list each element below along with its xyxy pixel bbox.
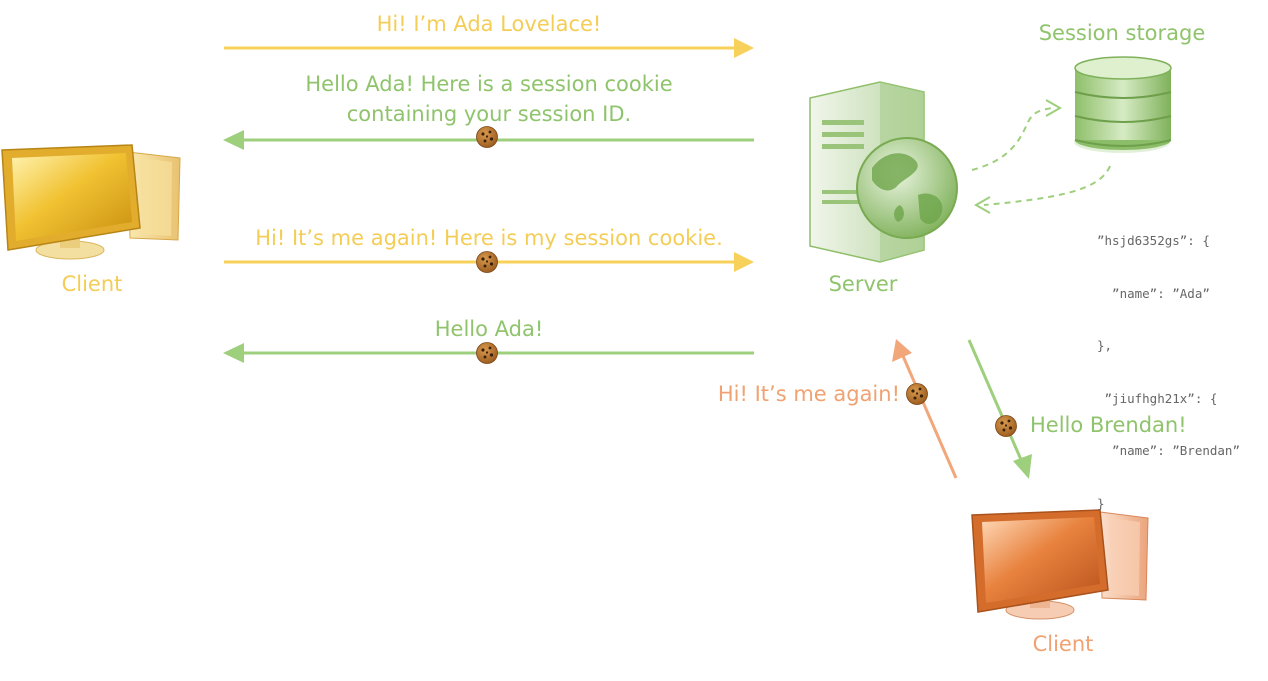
database-icon [1074, 56, 1172, 153]
server-icon [809, 81, 958, 263]
arrow-client2-request [892, 339, 958, 479]
message-hello-ada: Hello Ada! [434, 317, 544, 341]
cookie-icon [995, 415, 1017, 437]
arrow-hello-server [224, 38, 754, 58]
storage-line: ”hsjd6352gs”: { [1097, 233, 1210, 248]
storage-write-arrow [971, 99, 1063, 171]
storage-line: ”name”: ”Brendan” [1097, 443, 1240, 458]
message-session-cookie-line1: Hello Ada! Here is a session cookie [305, 72, 673, 96]
message-hi-ada: Hi! I’m Ada Lovelace! [376, 12, 602, 36]
client-computer-icon [1, 144, 181, 260]
client-computer-icon [971, 509, 1149, 620]
arrow-hello-ada-response [223, 342, 754, 364]
cookie-icon [476, 251, 498, 273]
storage-read-arrow [973, 165, 1111, 214]
message-client2-request: Hi! It’s me again! [717, 382, 900, 406]
client-label: Client [61, 272, 123, 296]
session-storage-label: Session storage [1038, 21, 1206, 45]
cookie-icon [906, 383, 928, 405]
arrow-session-cookie-response [223, 126, 754, 150]
server-label: Server [828, 272, 898, 296]
session-storage-contents: ”hsjd6352gs”: { ”name”: ”Ada” }, ”jiufhg… [1097, 197, 1240, 530]
message-session-cookie-line2: containing your session ID. [346, 102, 632, 126]
arrow-return-request [224, 251, 754, 273]
cookie-icon [476, 126, 498, 148]
arrow-client2-response [967, 339, 1032, 479]
cookie-icon [476, 342, 498, 364]
storage-line: } [1097, 495, 1105, 511]
message-return-with-cookie: Hi! It’s me again! Here is my session co… [255, 226, 723, 250]
client-label: Client [1032, 632, 1094, 656]
storage-line: ”name”: ”Ada” [1097, 285, 1210, 301]
storage-line: }, [1097, 338, 1113, 353]
storage-line: ”jiufhgh21x”: { [1097, 390, 1218, 406]
message-hello-brendan: Hello Brendan! [1030, 413, 1187, 437]
globe-icon [856, 137, 958, 239]
